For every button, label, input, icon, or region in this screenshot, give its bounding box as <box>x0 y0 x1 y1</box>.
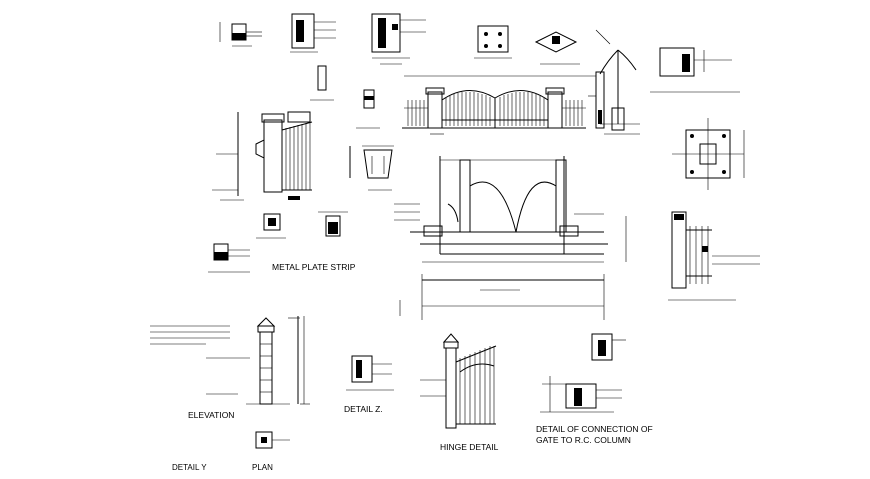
detail-base-plate-iso <box>534 31 580 65</box>
label-detail-z: DETAIL Z. <box>344 404 383 414</box>
detail-connection-bottom <box>540 333 626 413</box>
detail-metal-strip-left <box>208 243 250 273</box>
side-gate-elevation <box>212 111 313 201</box>
label-elevation: ELEVATION <box>188 410 234 420</box>
plan-small-left <box>256 211 348 239</box>
label-plan: PLAN <box>252 463 273 472</box>
detail-connection-top <box>371 13 426 65</box>
detail-lamp-post <box>595 29 640 131</box>
section-right-of-gate <box>588 71 640 135</box>
detail-y-plan <box>255 431 290 449</box>
detail-planter-box <box>349 145 394 191</box>
label-detail-connection-line2: GATE TO R.C. COLUMN <box>536 435 631 445</box>
detail-gate-at-column-right <box>668 211 760 301</box>
pillar-elevation <box>150 316 310 405</box>
detail-base-plate-plan <box>672 118 745 190</box>
hinge-detail <box>420 333 497 429</box>
label-detail-y: DETAIL Y <box>172 463 207 472</box>
gate-plan-center <box>394 156 627 320</box>
label-detail-connection-line1: DETAIL OF CONNECTION OF <box>536 424 653 434</box>
main-gate-elevation <box>402 75 596 135</box>
section-y-y <box>310 65 380 129</box>
label-hinge-detail: HINGE DETAIL <box>440 442 499 452</box>
detail-x-section <box>290 13 336 53</box>
detail-connection-right-top <box>650 47 740 93</box>
label-metal-plate-strip: METAL PLATE STRIP <box>272 262 356 272</box>
detail-hinge-plate-top <box>474 25 512 59</box>
detail-z <box>346 355 394 391</box>
detail-metal-plate-top <box>219 22 262 47</box>
